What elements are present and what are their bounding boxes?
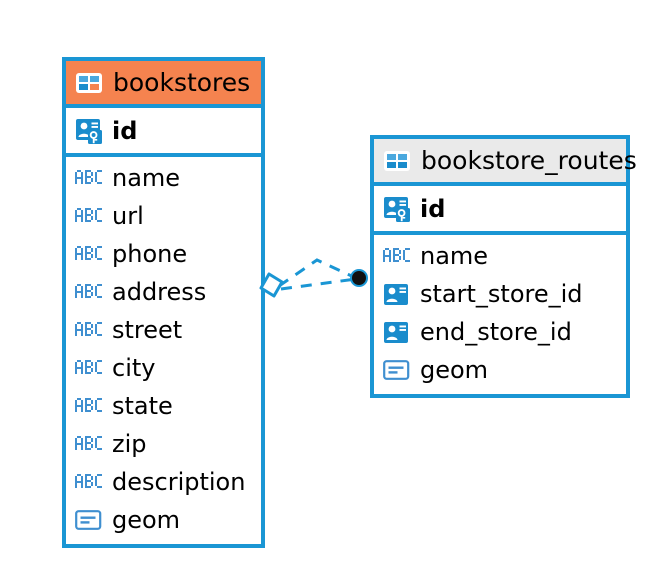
field-row-phone[interactable]: phone xyxy=(66,235,261,273)
field-row-id[interactable]: id xyxy=(374,186,626,231)
field-label-city: city xyxy=(112,354,156,382)
field-row-city[interactable]: city xyxy=(66,349,261,387)
field-row-street[interactable]: street xyxy=(66,311,261,349)
primary-key-icon xyxy=(75,117,103,145)
field-label-id: id xyxy=(420,194,446,223)
field-section-bookstores: name u xyxy=(66,157,261,543)
abc-text-icon xyxy=(75,474,103,490)
abc-text-icon xyxy=(75,246,103,262)
key-section-bookstores: id xyxy=(66,108,261,157)
abc-text-icon xyxy=(75,436,103,452)
field-row-zip[interactable]: zip xyxy=(66,425,261,463)
field-row-start-store-id[interactable]: start_store_id xyxy=(374,275,626,313)
table-grid-icon xyxy=(383,149,411,173)
field-label-name: name xyxy=(112,164,181,192)
relationship-connector[interactable] xyxy=(255,248,380,310)
abc-text-icon xyxy=(383,248,411,264)
entity-table-bookstore-routes[interactable]: bookstore_routes xyxy=(370,135,637,398)
field-row-geom[interactable]: geom xyxy=(374,351,626,389)
relationship-line-lower xyxy=(280,277,357,291)
field-row-name[interactable]: name xyxy=(374,237,626,275)
field-row-url[interactable]: url xyxy=(66,197,261,235)
field-label-state: state xyxy=(112,392,173,420)
field-label-id: id xyxy=(112,116,138,145)
entity-header-bookstores[interactable]: bookstores xyxy=(66,61,261,108)
table-grid-icon xyxy=(75,71,103,95)
entity-header-bookstore-routes[interactable]: bookstore_routes xyxy=(374,139,637,186)
field-row-end-store-id[interactable]: end_store_id xyxy=(374,313,626,351)
abc-text-icon xyxy=(75,170,103,186)
field-row-description[interactable]: description xyxy=(66,463,261,501)
field-label-street: street xyxy=(112,316,183,344)
field-label-description: description xyxy=(112,468,246,496)
key-section-bookstore-routes: id xyxy=(374,186,626,235)
abc-text-icon xyxy=(75,208,103,224)
abc-text-icon xyxy=(75,398,103,414)
abc-text-icon xyxy=(75,322,103,338)
field-section-bookstore-routes: name start_store_id xyxy=(374,235,626,393)
abc-text-icon xyxy=(75,284,103,300)
field-row-id[interactable]: id xyxy=(66,108,261,153)
abc-text-icon xyxy=(75,360,103,376)
field-row-state[interactable]: state xyxy=(66,387,261,425)
field-label-zip: zip xyxy=(112,430,147,458)
primary-key-icon xyxy=(383,195,411,223)
field-row-name[interactable]: name xyxy=(66,159,261,197)
field-label-geom: geom xyxy=(112,506,181,534)
relationship-line-upper xyxy=(278,258,357,288)
geometry-icon xyxy=(383,358,411,382)
field-label-address: address xyxy=(112,278,207,306)
filled-circle-marker xyxy=(350,269,368,287)
entity-title-bookstore-routes: bookstore_routes xyxy=(421,146,637,175)
field-label-start-store-id: start_store_id xyxy=(420,280,583,308)
foreign-key-icon xyxy=(383,320,411,344)
field-row-address[interactable]: address xyxy=(66,273,261,311)
field-label-geom: geom xyxy=(420,356,489,384)
entity-table-bookstores[interactable]: bookstores id xyxy=(62,57,265,548)
foreign-key-icon xyxy=(383,282,411,306)
field-label-phone: phone xyxy=(112,240,188,268)
geometry-icon xyxy=(75,508,103,532)
field-label-name: name xyxy=(420,242,489,270)
entity-title-bookstores: bookstores xyxy=(113,68,251,97)
field-row-geom[interactable]: geom xyxy=(66,501,261,539)
field-label-end-store-id: end_store_id xyxy=(420,318,572,346)
field-label-url: url xyxy=(112,202,144,230)
